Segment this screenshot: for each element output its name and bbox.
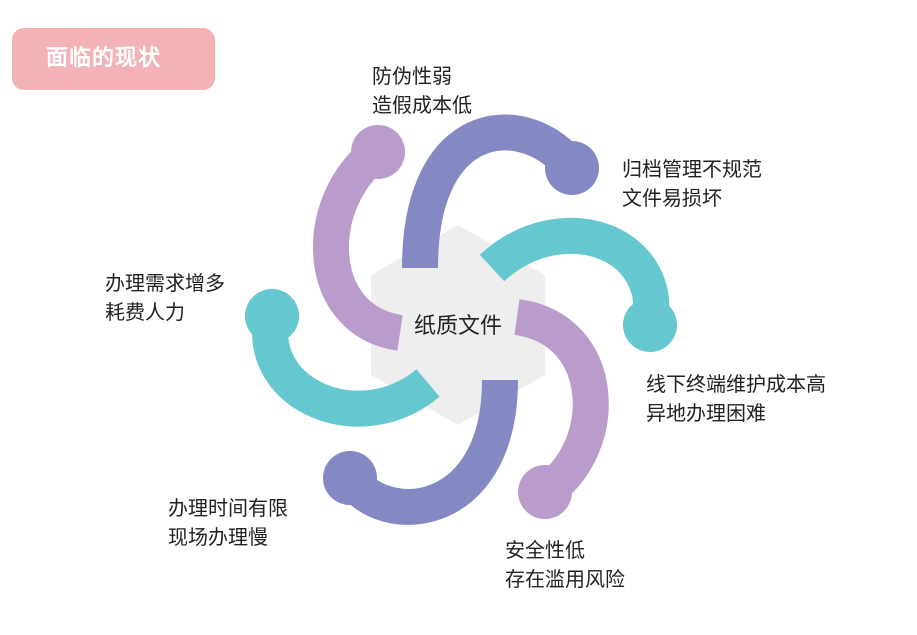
item-line: 线下终端维护成本高 [646,372,826,396]
node-teal-left [245,289,299,343]
item-line: 文件易损坏 [622,186,722,210]
item-label-archive: 归档管理不规范 文件易损坏 [622,155,762,213]
node-teal-right [623,298,677,352]
node-purple-bottom [518,465,572,519]
node-purple-top [351,125,405,179]
item-line: 安全性低 [505,538,585,562]
arm-purple-bottom [513,299,609,508]
item-line: 现场办理慢 [168,525,268,549]
arm-teal-right [479,217,670,329]
arm-teal-left [252,312,440,427]
item-line: 办理时间有限 [168,496,288,520]
item-line: 归档管理不规范 [622,157,762,181]
item-label-processing-time: 办理时间有限 现场办理慢 [168,494,288,552]
item-line: 异地办理困难 [646,401,766,425]
item-label-anti-counterfeit: 防伪性弱 造假成本低 [372,62,472,120]
node-indigo-top [545,141,599,195]
item-line: 存在滥用风险 [505,567,625,591]
section-title-badge: 面临的现状 [12,28,215,90]
item-line: 造假成本低 [372,93,472,117]
node-indigo-bottom [323,451,377,505]
item-label-demand: 办理需求增多 耗费人力 [105,269,225,327]
item-line: 办理需求增多 [105,271,225,295]
arm-purple-top [313,137,404,351]
center-label: 纸质文件 [413,314,502,339]
item-line: 防伪性弱 [372,64,452,88]
item-label-security: 安全性低 存在滥用风险 [505,536,625,594]
item-label-offline-cost: 线下终端维护成本高 异地办理困难 [646,370,826,428]
arm-indigo-top [402,114,587,269]
item-line: 耗费人力 [105,300,185,324]
